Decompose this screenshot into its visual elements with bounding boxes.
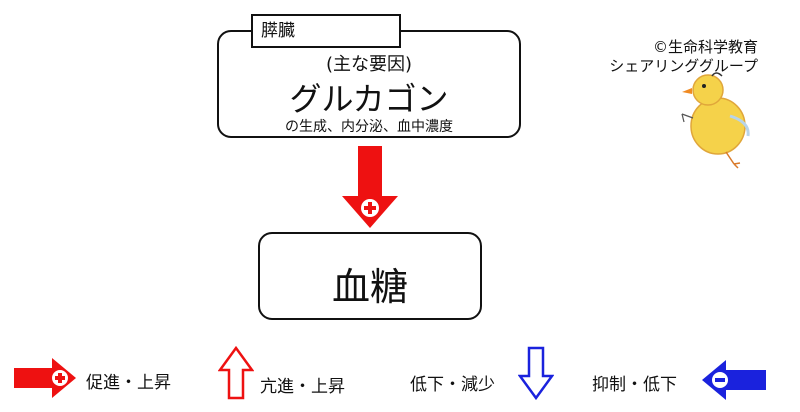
red-solid-right-arrow-plus-icon xyxy=(14,358,76,398)
legend-promote-label: 促進・上昇 xyxy=(86,373,171,393)
credit-line-1: ©生命科学教育 xyxy=(652,38,758,56)
organ-tag: 膵臓 xyxy=(251,14,401,48)
legend-hyper-label: 亢進・上昇 xyxy=(260,377,345,397)
factor-subtitle: (主な要因) xyxy=(325,54,413,75)
factor-detail: の生成、内分泌、血中濃度 xyxy=(285,119,453,135)
credit-line-2: シェアリンググループ xyxy=(609,57,758,75)
chick-mascot-icon xyxy=(681,72,750,169)
legend-inhibit-label: 抑制・低下 xyxy=(592,375,677,395)
blue-solid-left-arrow-minus-icon xyxy=(702,360,766,400)
red-down-arrow-plus-icon xyxy=(342,146,398,228)
red-outline-up-arrow-icon xyxy=(218,346,254,400)
factor-box: (主な要因) グルカゴン の生成、内分泌、血中濃度 xyxy=(217,30,521,138)
factor-name: グルカゴン xyxy=(289,80,449,118)
credit-block: ©生命科学教育 シェアリンググループ xyxy=(560,38,758,76)
result-box: 血糖 xyxy=(258,232,482,320)
blue-outline-down-arrow-icon xyxy=(518,346,554,400)
legend-decrease-label: 低下・減少 xyxy=(410,375,495,395)
result-label: 血糖 xyxy=(331,265,408,309)
